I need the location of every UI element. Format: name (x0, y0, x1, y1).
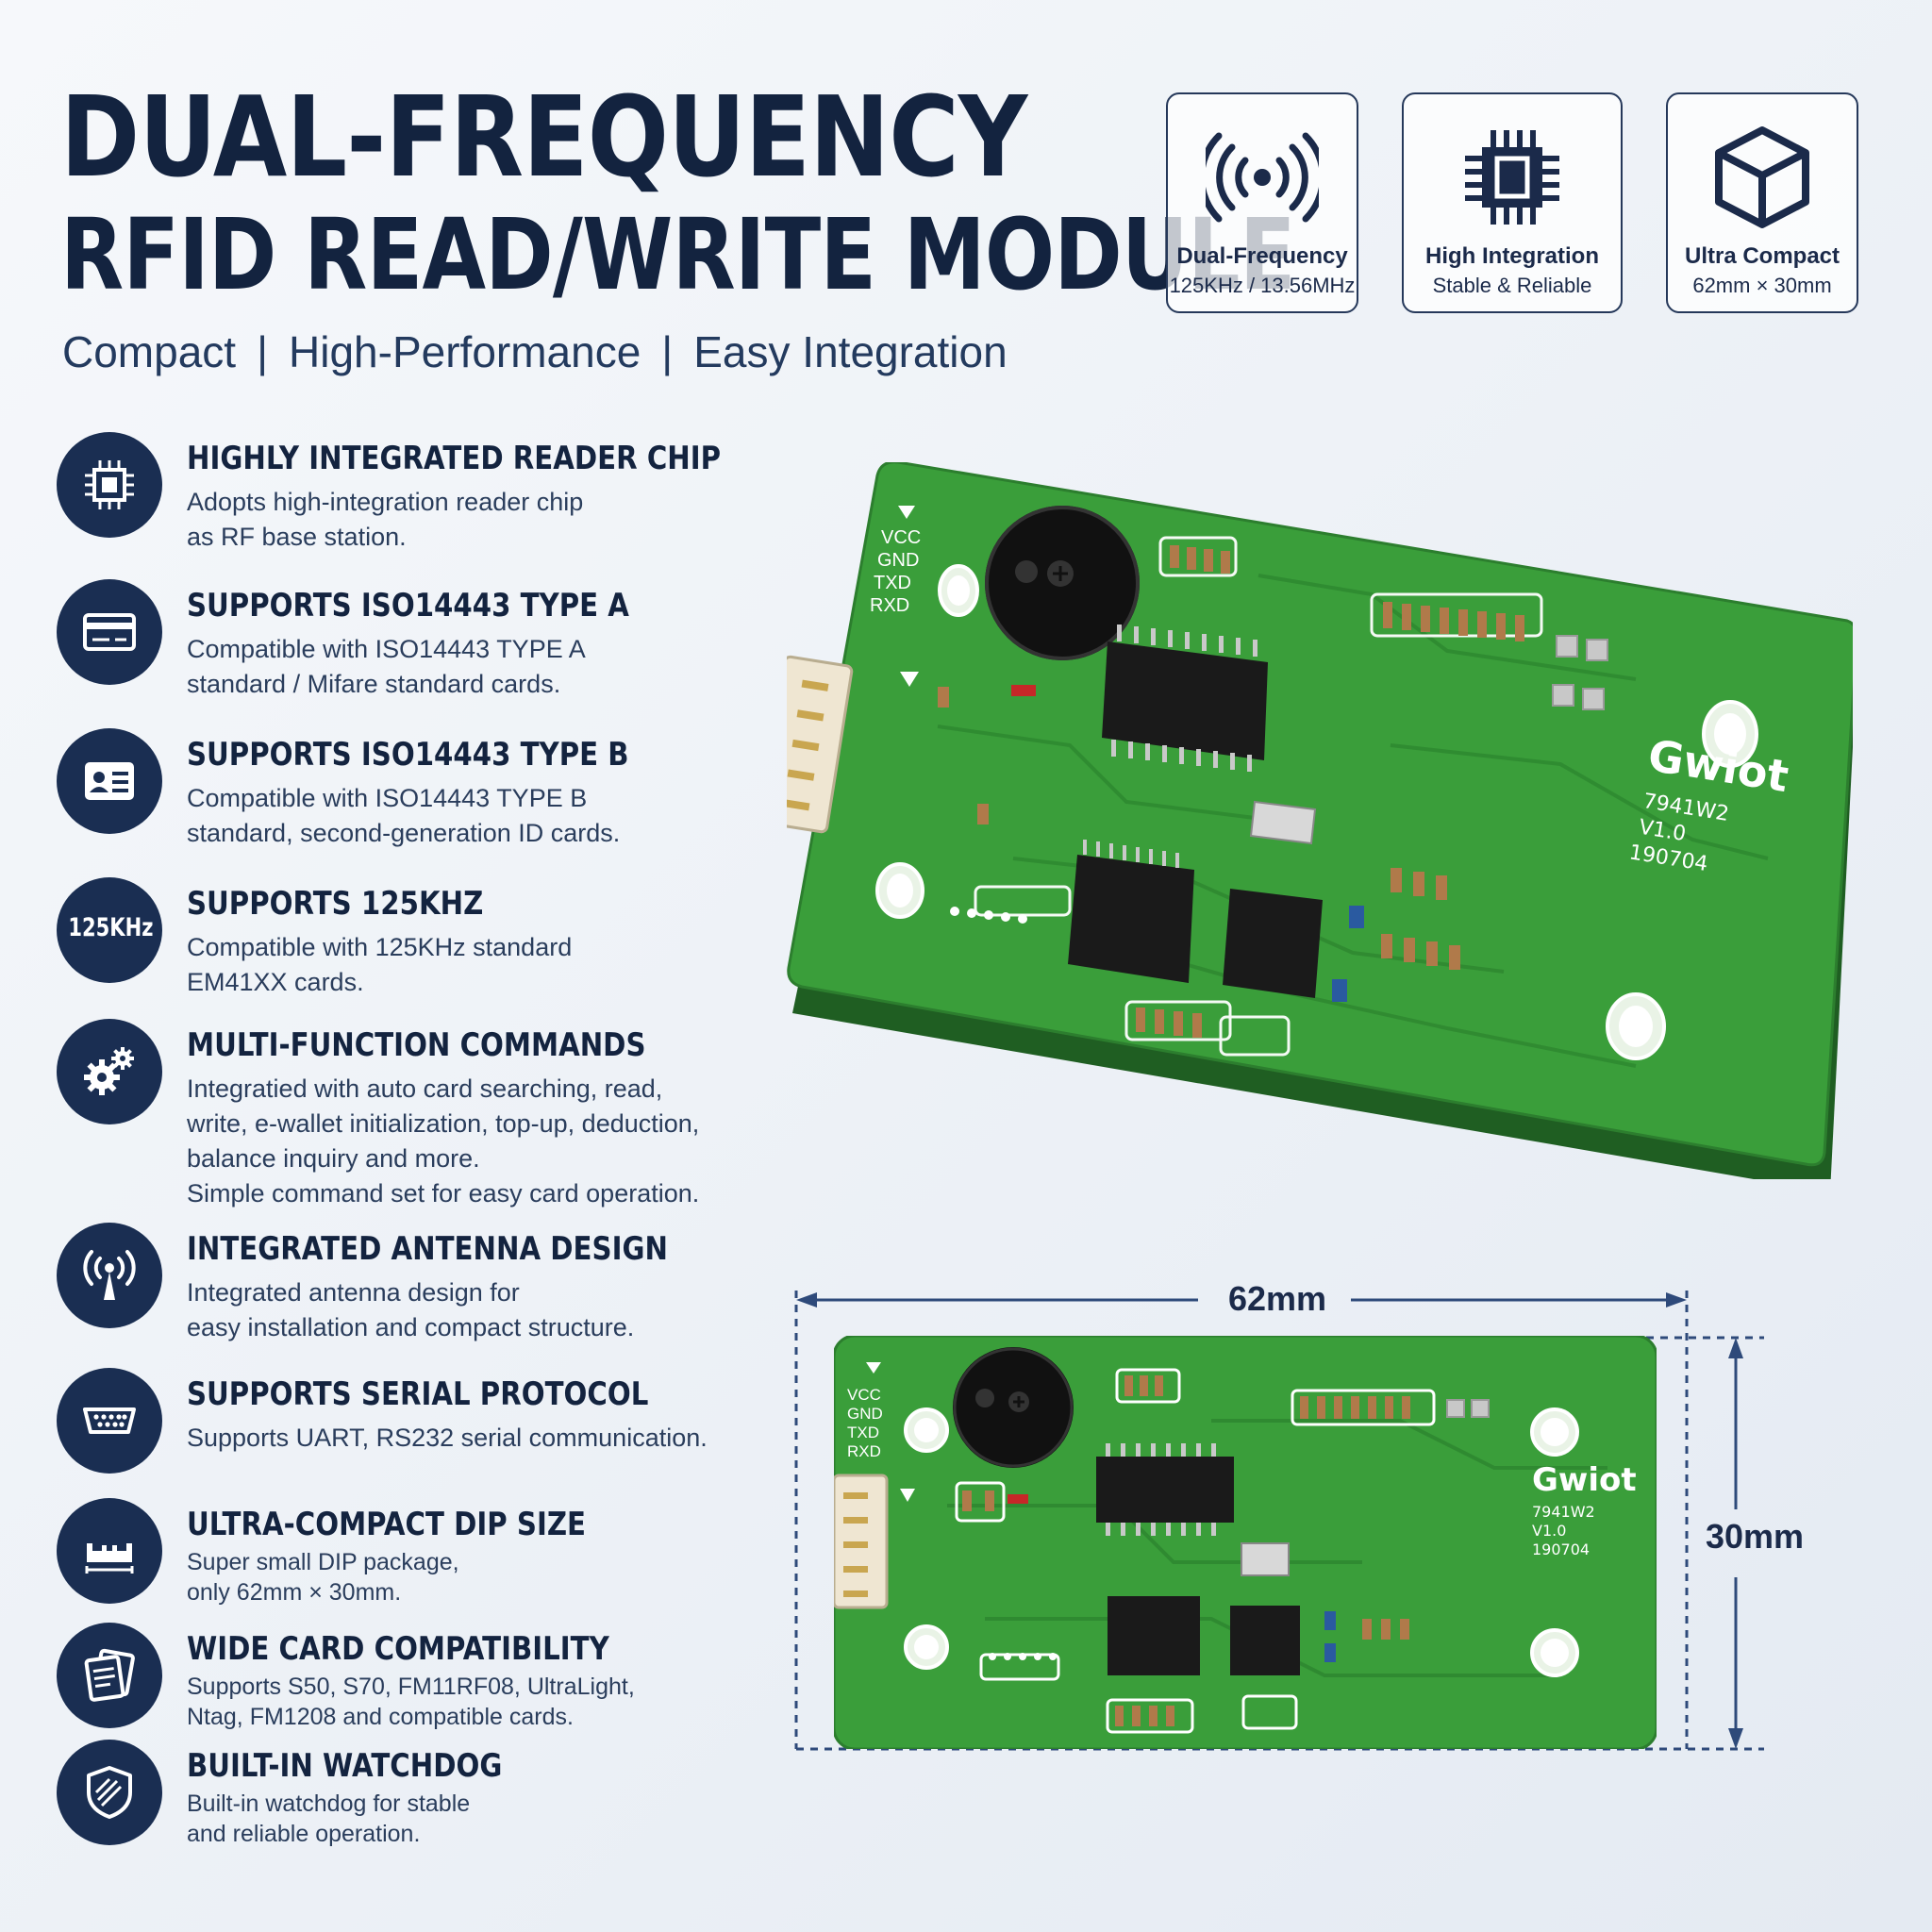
serial-port-icon (83, 1407, 136, 1434)
feature-icon-circle (57, 579, 162, 685)
shield-icon (87, 1766, 132, 1819)
feature-title: SUPPORTS 125KHZ (187, 885, 484, 923)
subtitle-separator: | (661, 327, 674, 376)
badge-subtitle: 62mm × 30mm (1692, 274, 1832, 297)
pcb-board-main: VCC GND TXD RXD (758, 460, 1858, 1192)
feature-title: BUILT-IN WATCHDOG (187, 1747, 503, 1785)
feature-icon-circle (57, 1623, 162, 1728)
feature-title: INTEGRATED ANTENNA DESIGN (187, 1230, 668, 1268)
gears-icon (84, 1047, 134, 1095)
badge-ultra-compact: Ultra Compact 62mm × 30mm (1666, 92, 1858, 313)
subtitle: Compact | High-Performance | Easy Integratio… (62, 326, 1008, 377)
brand-logo: Gwiot (1532, 1461, 1637, 1499)
feature-icon-circle (57, 432, 162, 538)
dip-package-icon (85, 1543, 134, 1574)
pin-label-txd: TXD (847, 1424, 879, 1441)
feature-description: Supports UART, RS232 serial communicatio… (187, 1424, 708, 1452)
feature-description: Compatible with ISO14443 TYPE B standard… (187, 784, 621, 847)
badge-title: Ultra Compact (1684, 243, 1840, 269)
subtitle-compact: Compact (62, 327, 237, 376)
board-model: 7941W2 (1532, 1503, 1595, 1521)
feature-description: Supports S50, S70, FM11RF08, UltraLight,… (187, 1674, 635, 1730)
feature-icon-circle: 125KHz (57, 877, 162, 983)
feature-icon-circle (57, 1223, 162, 1328)
cube-icon (1715, 126, 1809, 228)
feature-icon-circle (57, 1368, 162, 1474)
feature-description: Adopts high-integration reader chip as R… (187, 488, 584, 551)
125khz-label-icon: 125KHz (68, 913, 154, 942)
pcb-flat-illustration: VCC GND TXD RXD (832, 1334, 1658, 1751)
documents-icon (84, 1648, 135, 1702)
dimension-height: 30mm (1706, 1517, 1805, 1556)
badge-title: Dual-Frequency (1176, 243, 1348, 269)
feature-description: Compatible with ISO14443 TYPE A standard… (187, 635, 586, 698)
pin-label-vcc: VCC (847, 1386, 881, 1404)
id-card-icon (85, 762, 134, 800)
dimension-lines (794, 1291, 1764, 1751)
wireless-signal-icon (1206, 132, 1319, 223)
chip-icon (85, 460, 134, 509)
feature-icon-circle (57, 1498, 162, 1604)
page-title-line1: DUAL-FREQUENCY (60, 72, 1027, 202)
feature-description: Integratied with auto card searching, re… (187, 1074, 700, 1208)
feature-icon-circle (57, 1019, 162, 1124)
feature-title: SUPPORTS ISO14443 TYPE B (187, 736, 629, 774)
subtitle-separator: | (257, 327, 269, 376)
badge-high-integration: High Integration Stable & Reliable (1402, 92, 1623, 313)
badge-dual-frequency: Dual-Frequency 125KHz / 13.56MHz (1166, 92, 1358, 313)
antenna-icon (83, 1250, 136, 1300)
subtitle-performance: High-Performance (289, 327, 641, 376)
feature-description: Compatible with 125KHz standard EM41XX c… (187, 933, 573, 996)
pcb-board-flat: VCC GND TXD RXD (832, 1334, 1658, 1751)
feature-description: Super small DIP package, only 62mm × 30m… (187, 1549, 459, 1606)
feature-icon-circle (57, 1740, 162, 1845)
pin-label-gnd: GND (847, 1405, 883, 1423)
badge-subtitle: 125KHz / 13.56MHz (1169, 274, 1356, 297)
pin-label-txd: TXD (874, 573, 911, 593)
badge-subtitle: Stable & Reliable (1432, 274, 1592, 297)
feature-description: Integrated antenna design for easy insta… (187, 1278, 635, 1341)
feature-icon-circle (57, 728, 162, 834)
feature-title: HIGHLY INTEGRATED READER CHIP (187, 440, 722, 477)
subtitle-integration: Easy Integration (693, 327, 1008, 376)
feature-title: ULTRA-COMPACT DIP SIZE (187, 1506, 587, 1543)
feature-title: MULTI-FUNCTION COMMANDS (187, 1026, 646, 1064)
feature-title: WIDE CARD COMPATIBILITY (187, 1630, 609, 1668)
feature-title: SUPPORTS ISO14443 TYPE A (187, 587, 629, 625)
pin-label-gnd: GND (877, 550, 919, 571)
feature-title: SUPPORTS SERIAL PROTOCOL (187, 1375, 649, 1413)
page-title-line2: RFID READ/WRITE MODULE (60, 197, 1296, 312)
pin-label-vcc: VCC (881, 527, 921, 548)
pin-label-rxd: RXD (870, 595, 909, 616)
board-version: V1.0 (1532, 1522, 1566, 1540)
pin-label-rxd: RXD (847, 1442, 881, 1460)
dimension-width: 62mm (1228, 1279, 1327, 1318)
chip-icon (1465, 130, 1559, 225)
pcb-main-illustration: VCC GND TXD RXD (758, 460, 1858, 1192)
card-icon (83, 613, 136, 651)
board-date: 190704 (1532, 1541, 1590, 1558)
dimension-drawing: 62mm 30mm (783, 1274, 1805, 1764)
feature-description: Built-in watchdog for stable and reliabl… (187, 1790, 471, 1847)
badge-title: High Integration (1425, 243, 1599, 269)
